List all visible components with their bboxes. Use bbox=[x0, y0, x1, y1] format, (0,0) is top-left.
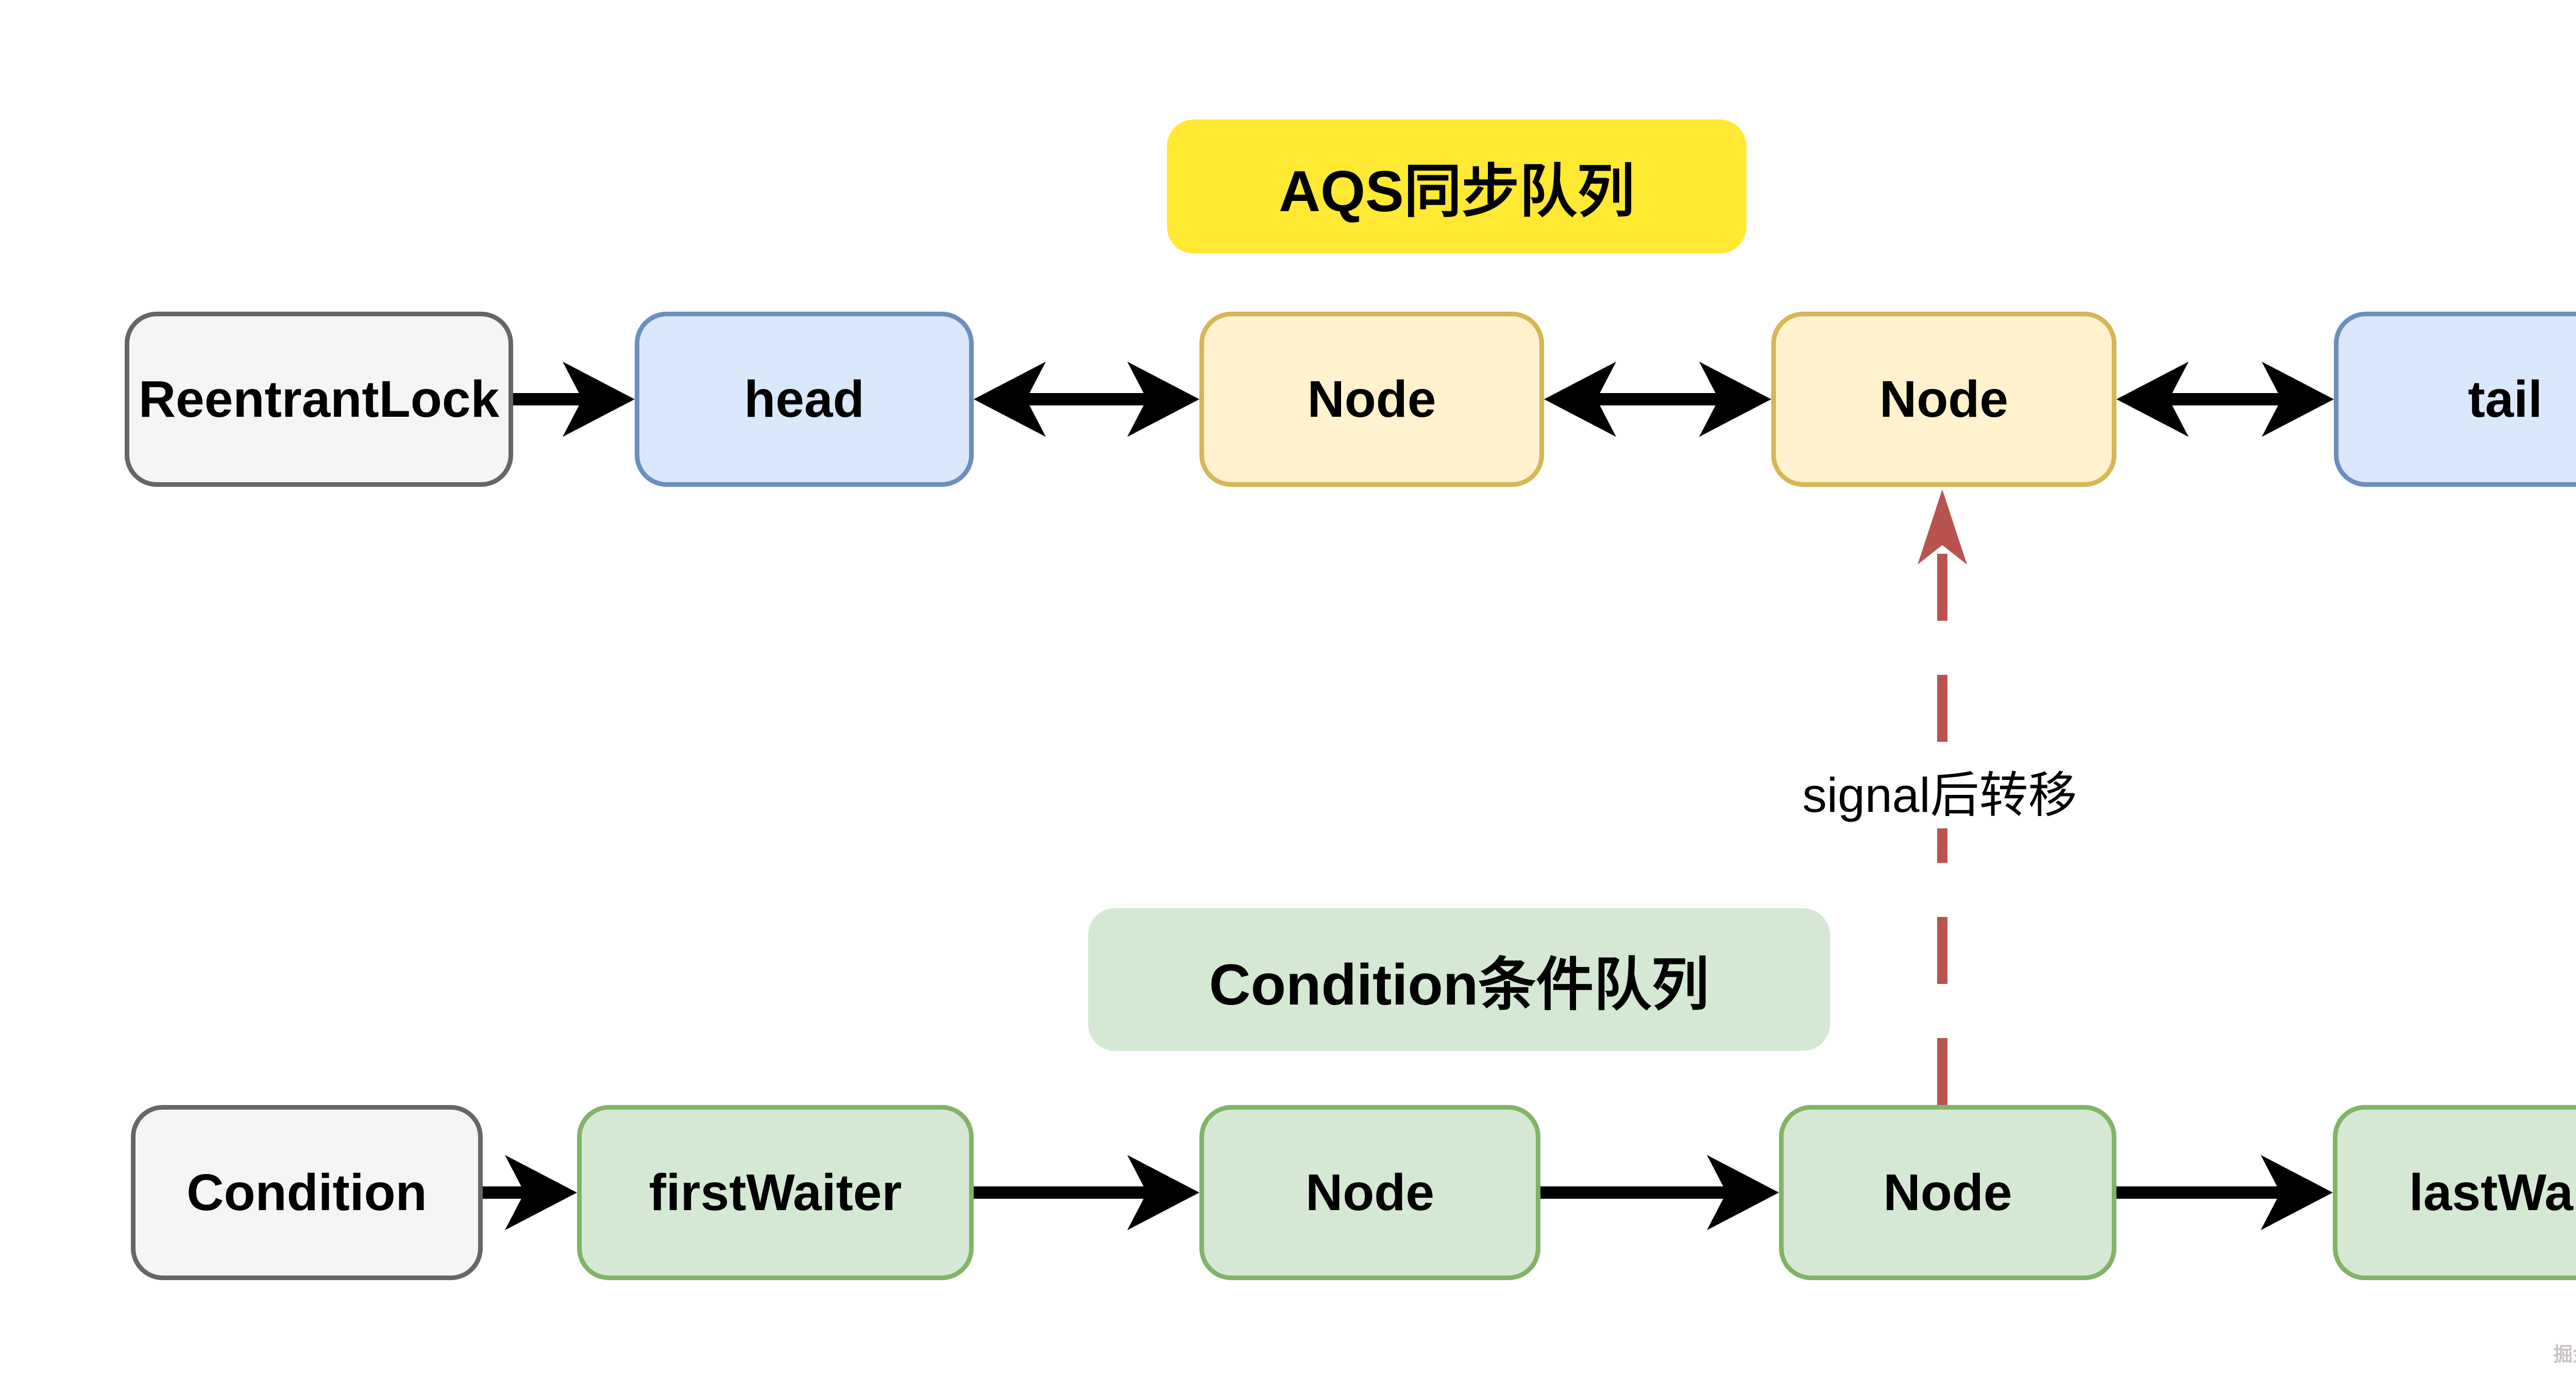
aqs-sync-queue-title-label: AQS同步队列 bbox=[1279, 159, 1635, 224]
box-label: Condition bbox=[187, 1163, 427, 1221]
box-sync-node-2: Node bbox=[1771, 312, 2116, 487]
box-condition-node-1: Node bbox=[1199, 1105, 1540, 1280]
box-reentrantlock: ReentrantLock bbox=[125, 312, 513, 487]
watermark-text: 掘金技术社区 @ 镜花水月linyi bbox=[2553, 1344, 2576, 1366]
arrow-reentrantlock-to-head bbox=[513, 362, 635, 437]
box-lastwaiter: lastWaiter bbox=[2333, 1105, 2576, 1280]
signal-transfer-label-text: signal后转移 bbox=[1802, 768, 2077, 823]
arrow-node-node-double bbox=[1544, 362, 1771, 437]
arrow-firstwaiter-to-node bbox=[974, 1155, 1199, 1230]
aqs-sync-queue-title: AQS同步队列 bbox=[1167, 120, 1747, 253]
signal-transfer-label: signal后转移 bbox=[1762, 753, 2117, 828]
box-label: Node bbox=[1307, 370, 1436, 428]
box-condition-node-2: Node bbox=[1779, 1105, 2116, 1280]
box-label: ReentrantLock bbox=[138, 370, 500, 428]
watermark: 掘金技术社区 @ 镜花水月linyi bbox=[2553, 1338, 2576, 1367]
condition-queue-title: Condition条件队列 bbox=[1088, 908, 1830, 1051]
box-label: Node bbox=[1883, 1163, 2012, 1221]
arrow-head-node-double bbox=[974, 362, 1199, 437]
box-sync-node-1: Node bbox=[1199, 312, 1544, 487]
condition-queue-title-label: Condition条件队列 bbox=[1209, 952, 1709, 1017]
box-label: Node bbox=[1306, 1163, 1434, 1221]
arrow-node-to-node-cond bbox=[1540, 1155, 1779, 1230]
box-label: lastWaiter bbox=[2409, 1163, 2576, 1221]
box-label: Node bbox=[1879, 370, 2008, 428]
box-label: tail bbox=[2468, 370, 2543, 428]
arrow-node-to-lastwaiter bbox=[2116, 1155, 2333, 1230]
box-condition: Condition bbox=[131, 1105, 483, 1280]
box-label: head bbox=[744, 370, 865, 428]
arrow-condition-to-firstwaiter bbox=[483, 1155, 577, 1230]
box-firstwaiter: firstWaiter bbox=[577, 1105, 974, 1280]
box-head: head bbox=[635, 312, 974, 487]
arrow-node-tail-double bbox=[2116, 362, 2334, 437]
box-label: firstWaiter bbox=[649, 1163, 902, 1221]
box-tail: tail bbox=[2334, 312, 2576, 487]
